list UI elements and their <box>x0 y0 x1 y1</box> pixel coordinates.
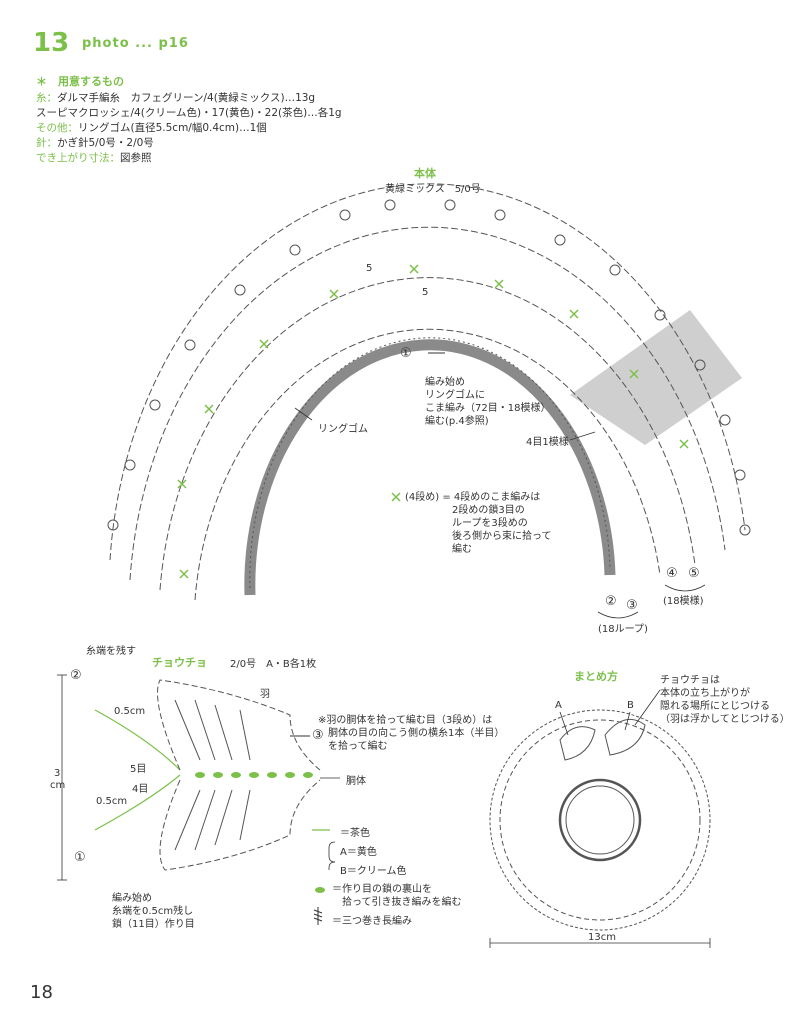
repeat-shade <box>570 310 742 445</box>
half-cm-bottom: 0.5cm <box>96 796 128 807</box>
treble-stitches <box>174 699 251 851</box>
row4-note: (4段め) = 4段めのこま編みは 2段めの鎖3目の ループを3段めの 後ろ側か… <box>405 492 552 555</box>
legend-dot: ＝作り目の鎖の裏山を 拾って引き抜き編みを編む <box>332 884 462 908</box>
picot-edge <box>107 199 751 536</box>
wing-note: ※羽の胴体を拾って編む目（3段め）は 胴体の目の向こう側の横糸1本（半目） を拾… <box>318 715 505 752</box>
row-5-marker: ⑤ <box>688 566 700 581</box>
height-unit: cm <box>50 780 66 791</box>
page-number: 18 <box>30 982 53 1003</box>
row-2-marker: ② <box>605 594 617 609</box>
wing-chains <box>157 679 321 871</box>
row-5-label-a: 5 <box>366 263 373 274</box>
butterfly-title: チョウチョ <box>152 656 207 669</box>
materials-yarn-2: スーピマクロッシェ/4(クリーム色)・17(黄色)・22(茶色)…各1g <box>36 107 342 119</box>
row-4-marker: ④ <box>666 566 678 581</box>
ring-stitches <box>249 337 611 589</box>
half-cm-top: 0.5cm <box>114 706 146 717</box>
pattern-number: 13 <box>33 28 70 58</box>
row-5-label-b: 5 <box>422 287 429 298</box>
butterfly-row-3: ③ <box>312 728 324 743</box>
row-3-marker: ③ <box>626 598 638 613</box>
body-title: 本体 <box>414 167 436 180</box>
ring-gum <box>244 339 616 596</box>
assembly-label-a: A <box>555 700 562 711</box>
butterfly-subtitle: 2/0号 A・B各1枚 <box>230 659 317 670</box>
chain-rows <box>109 183 746 601</box>
stitches-5: 5目 <box>130 764 147 775</box>
assembly-label-b: B <box>627 700 634 711</box>
legend-brown: ＝茶色 <box>340 828 370 839</box>
pattern-18-label: (18模様) <box>663 596 704 607</box>
materials-heading: ＊ 用意するもの <box>36 75 124 88</box>
materials-yarn-1: 糸：ダルマ手編糸 カフェグリーン/4(黄緑ミックス)…13g <box>36 92 316 104</box>
legend-a: A＝黄色 <box>340 847 377 858</box>
assembly-width: 13cm <box>588 932 616 943</box>
body-subtitle: 黄緑ミックス 5/0号 <box>385 184 481 195</box>
height-value: 3 <box>54 768 61 779</box>
butterfly-diagram <box>57 674 340 881</box>
row-1-marker: ① <box>400 346 412 361</box>
wing-label: 羽 <box>260 689 270 700</box>
body-label: 胴体 <box>346 776 366 787</box>
materials-needle: 針：かぎ針5/0号・2/0号 <box>36 137 154 149</box>
legend-treble: ＝三つ巻き長編み <box>332 916 412 927</box>
start-note: 編み始め リングゴムに こま編み（72目・18模様） 編む(p.4参照) <box>425 377 551 427</box>
stitches-4: 4目 <box>132 784 149 795</box>
repeat-label: 4目1模様 <box>526 437 569 448</box>
leave-end-label: 糸端を残す <box>86 646 136 657</box>
materials-size: でき上がり寸法：図参照 <box>36 152 152 164</box>
legend-b: B＝クリーム色 <box>340 866 407 877</box>
butterfly-row-1: ① <box>74 850 86 865</box>
assembly-title: まとめ方 <box>574 670 618 683</box>
butterfly-start-note: 編み始め 糸端を0.5cm残し 鎖（11目）作り目 <box>112 893 195 930</box>
loops-18-label: (18ループ) <box>598 624 648 635</box>
assembly-diagram <box>489 689 711 948</box>
materials-other: その他：リングゴム(直径5.5cm/幅0.4cm)…1個 <box>36 122 267 134</box>
assembly-note: チョウチョは 本体の立ち上がりが 隠れる場所にとじつける （羽は浮かしてとじつけ… <box>660 675 790 725</box>
row4-x-marks <box>177 264 689 579</box>
photo-reference: photo ... p16 <box>82 36 189 51</box>
butterfly-row-2: ② <box>70 668 82 683</box>
body-dots <box>195 772 313 778</box>
ring-gum-label: リングゴム <box>318 424 368 435</box>
